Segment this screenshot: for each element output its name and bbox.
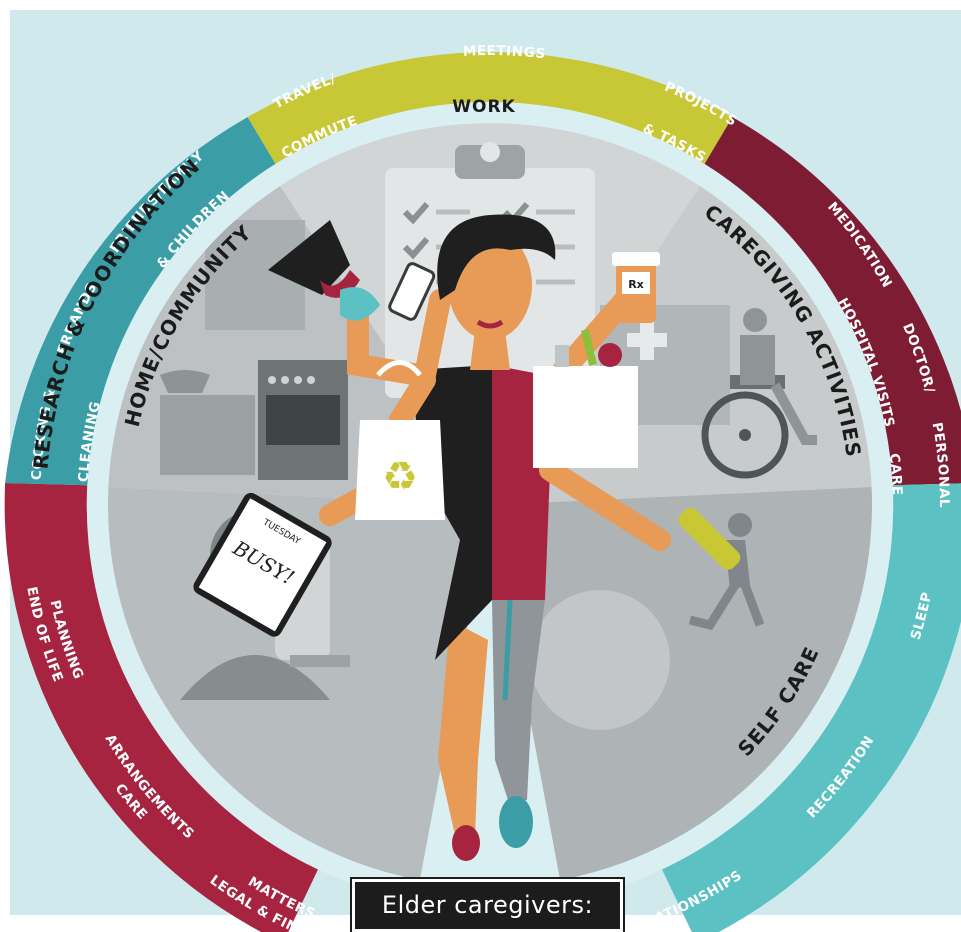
figure-leg-left: [438, 620, 488, 835]
figure-hair: [437, 214, 556, 300]
sneaker: [499, 796, 533, 848]
prescription-label: Rx: [628, 278, 644, 291]
sector-title-work: WORK: [452, 97, 515, 117]
grocery-bag-icon: [533, 329, 638, 468]
broom-icon: [268, 220, 350, 295]
work-item-meetings: MEETINGS: [463, 43, 547, 62]
props: Rx ♻ TUESDAY BUSY!: [193, 220, 741, 637]
recycle-icon: ♻: [382, 454, 418, 500]
phone-icon: [388, 262, 436, 321]
recycle-tote-icon: ♻: [355, 360, 445, 520]
caregiving-item-personal-line2: CARE: [886, 452, 905, 495]
ring-segment-research: [4, 483, 318, 932]
footer-banner: Elder caregivers:: [350, 877, 625, 932]
heel-shoe: [452, 825, 480, 861]
pill-bottle-icon: Rx: [612, 252, 660, 323]
ring-segment-self-care: [662, 483, 961, 932]
sector-self-care-bg: [490, 487, 872, 880]
tablet-planner-icon: TUESDAY BUSY!: [193, 492, 332, 637]
hair-brush-icon: [678, 507, 741, 570]
